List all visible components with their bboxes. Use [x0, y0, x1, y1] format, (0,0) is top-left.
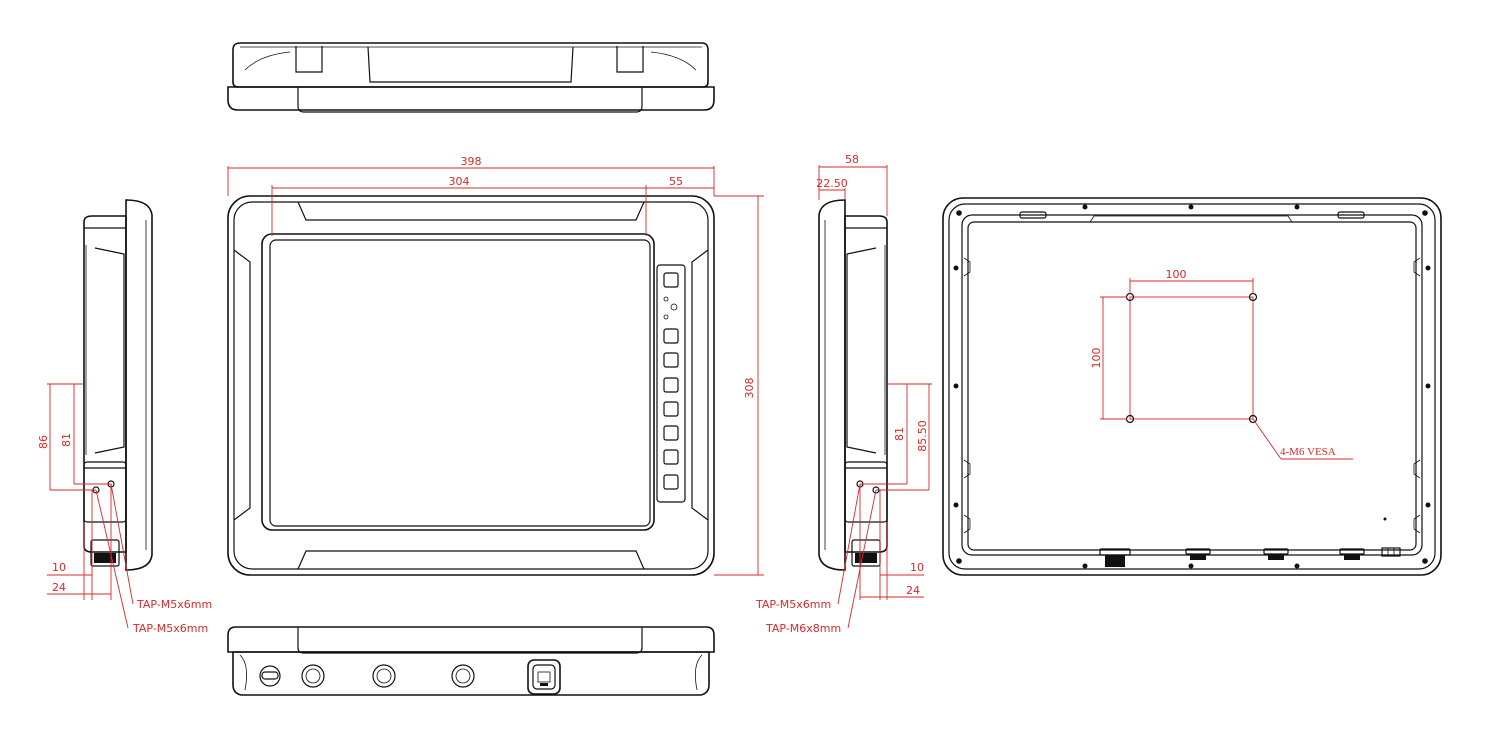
dim-height: 308	[743, 378, 756, 399]
bottom-view	[227, 626, 715, 696]
left-side-dimensions: 86 81 10 24 TAP-M5x6mm TAP-M5x6mm	[37, 383, 212, 635]
front-dimensions: 398 304 55 308	[227, 155, 764, 576]
rear-screw-holes	[953, 204, 1431, 569]
dim-81-right: 81	[893, 427, 906, 441]
right-side-dimensions: 58 22.50 81 85.50 10 24 TAP-M5x6mm TAP-M…	[755, 153, 932, 635]
dim-10-left: 10	[52, 561, 66, 574]
tap-upper-left: TAP-M5x6mm	[136, 598, 212, 611]
dim-vesa-v: 100	[1090, 348, 1103, 369]
dim-width: 398	[461, 155, 482, 168]
dim-vesa-h: 100	[1166, 268, 1187, 281]
dim-85-50: 85.50	[916, 420, 929, 452]
dim-81-left: 81	[60, 433, 73, 447]
vesa-label: 4-M6 VESA	[1280, 446, 1336, 458]
dim-display-width: 304	[449, 175, 470, 188]
side-view-right	[818, 199, 888, 571]
dim-86: 86	[37, 435, 50, 449]
rear-view	[942, 197, 1442, 576]
rear-dimensions: 100 100 4-M6 VESA	[1090, 268, 1353, 460]
dim-depth: 58	[845, 153, 859, 166]
side-view-left	[83, 199, 153, 571]
dim-offset: 22.50	[816, 177, 848, 190]
rear-connectors	[1099, 547, 1401, 567]
dim-24-left: 24	[52, 581, 66, 594]
tap-lower-right: TAP-M6x8mm	[765, 622, 841, 635]
top-view	[227, 42, 715, 113]
tap-upper-right: TAP-M5x6mm	[755, 598, 831, 611]
dim-10-right: 10	[910, 561, 924, 574]
dim-24-right: 24	[906, 584, 920, 597]
front-view	[227, 195, 715, 576]
vesa-pattern	[1125, 292, 1258, 424]
dim-side-margin: 55	[669, 175, 683, 188]
tap-lower-left: TAP-M5x6mm	[132, 622, 208, 635]
